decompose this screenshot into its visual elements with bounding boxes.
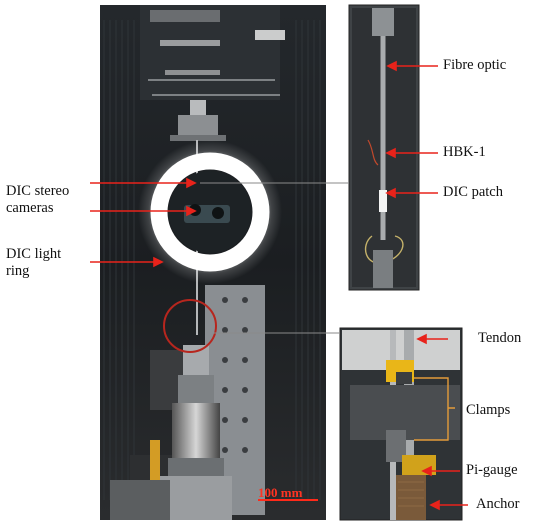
label-dic-patch: DIC patch bbox=[443, 184, 503, 200]
inset-fibre-optic bbox=[348, 4, 420, 291]
panel-ribs bbox=[103, 20, 321, 500]
connector-lines bbox=[200, 182, 349, 334]
label-anchor: Anchor bbox=[476, 496, 520, 512]
column-holes bbox=[222, 297, 248, 453]
scale-bar-label: 100 mm bbox=[258, 485, 303, 500]
label-hbk-1: HBK-1 bbox=[443, 144, 486, 160]
label-pi-gauge: Pi-gauge bbox=[466, 462, 518, 478]
clamps-bracket bbox=[414, 377, 455, 441]
label-dic-stereo-cameras: DIC stereo cameras bbox=[6, 183, 70, 216]
label-clamps: Clamps bbox=[466, 402, 511, 418]
callout-arrows bbox=[90, 60, 468, 511]
label-tendon: Tendon bbox=[478, 330, 522, 346]
tendon-callout-circle bbox=[163, 299, 217, 353]
label-dic-light-ring: DIC light ring bbox=[6, 246, 62, 279]
inset-anchor bbox=[339, 327, 463, 521]
dic-light-ring bbox=[150, 152, 270, 272]
label-fibre-optic: Fibre optic bbox=[443, 57, 507, 73]
main-photo bbox=[100, 5, 326, 520]
